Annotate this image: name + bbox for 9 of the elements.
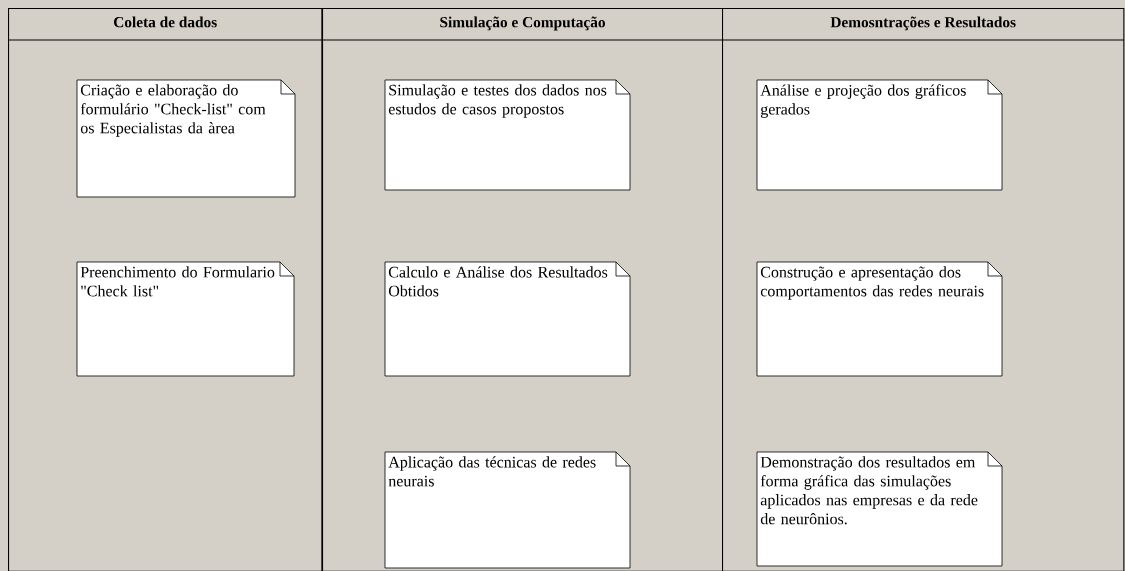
note: Aplicação das técnicas de redes neurais bbox=[384, 451, 631, 569]
note: Análise e projeção dos gráficos gerados bbox=[756, 79, 1003, 191]
note: Preenchimento do Formulario "Check list" bbox=[76, 261, 295, 377]
node-label: Demosntrações e Resultados bbox=[830, 16, 1016, 31]
note: Simulação e testes dos dados nos estudos de casos propostos bbox=[384, 79, 631, 191]
note: Demonstração dos resultados em forma gráfica das simulações aplicados nas empresas e da rede de neurônios. bbox=[756, 451, 1003, 567]
note: Criação e elaboração do formulário "Check-list" com os Especialistas da àrea bbox=[76, 79, 296, 198]
note: Calculo e Análise dos Resultados Obtidos bbox=[384, 261, 631, 377]
note: Construção e apresentação dos comportamentos das redes neurais bbox=[756, 261, 1003, 377]
